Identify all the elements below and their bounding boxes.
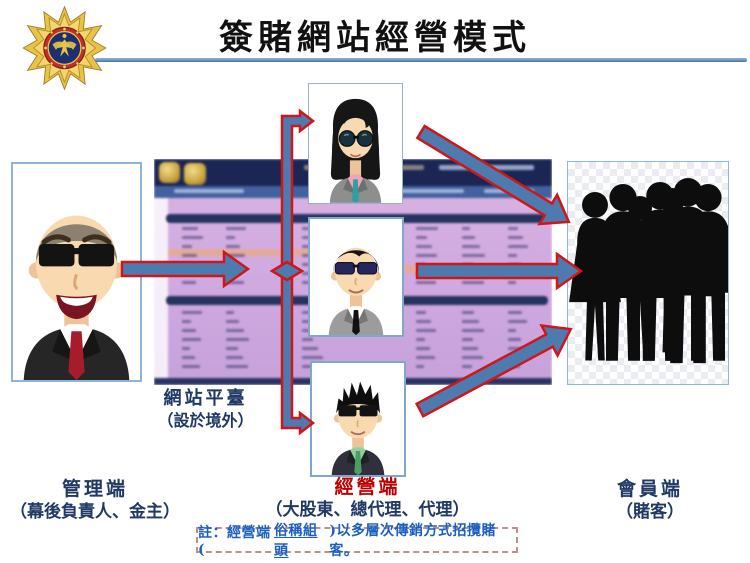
operator-avatar-3-box [310,361,406,477]
page-title: 簽賭網站經營模式 [219,18,531,58]
footnote-underlined-term: 俗稱組頭 [273,523,318,559]
crowd-silhouette-icon [569,178,728,364]
platform-label-line2: （設於境外） [157,411,254,430]
operator-avatar-2-box [308,217,404,337]
footnote-suffix: )以多層次傳銷方式招攬賭客。 [329,523,496,559]
operator-avatar-1-icon [329,98,382,203]
admin-avatar-box [11,162,142,382]
platform-label: 網站平臺 （設於境外） [118,387,293,432]
website-logo-icon [159,162,180,183]
operator-avatar-3-icon [331,381,385,475]
admin-label: 管理端 （幕後負責人、金主） [0,478,190,523]
members-crowd-box [567,161,729,385]
admin-label-subtitle: （幕後負責人、金主） [10,502,180,522]
member-label-subtitle: （賭客） [616,502,684,522]
footnote-box: 註：經營端(俗稱組頭 )以多層次傳銷方式招攬賭客。 [196,523,518,559]
police-badge-icon [22,5,107,91]
member-label-title: 會員端 [616,478,683,500]
admin-avatar-icon [23,215,130,380]
operator-label-subtitle: （大股東、總代理、代理） [265,500,470,520]
title-underline [95,58,747,62]
operator-label-title: 經營端 [334,476,401,498]
member-label: 會員端 （賭客） [565,478,735,523]
platform-label-line1: 網站平臺 [163,388,248,409]
footnote-prefix: 註：經營端( [198,525,271,558]
website-logo-icon [184,163,206,185]
operator-avatar-1-box [308,83,403,204]
admin-label-title: 管理端 [61,478,128,500]
operator-label: 經營端 （大股東、總代理、代理） [235,476,500,521]
operator-avatar-2-icon [328,247,384,335]
